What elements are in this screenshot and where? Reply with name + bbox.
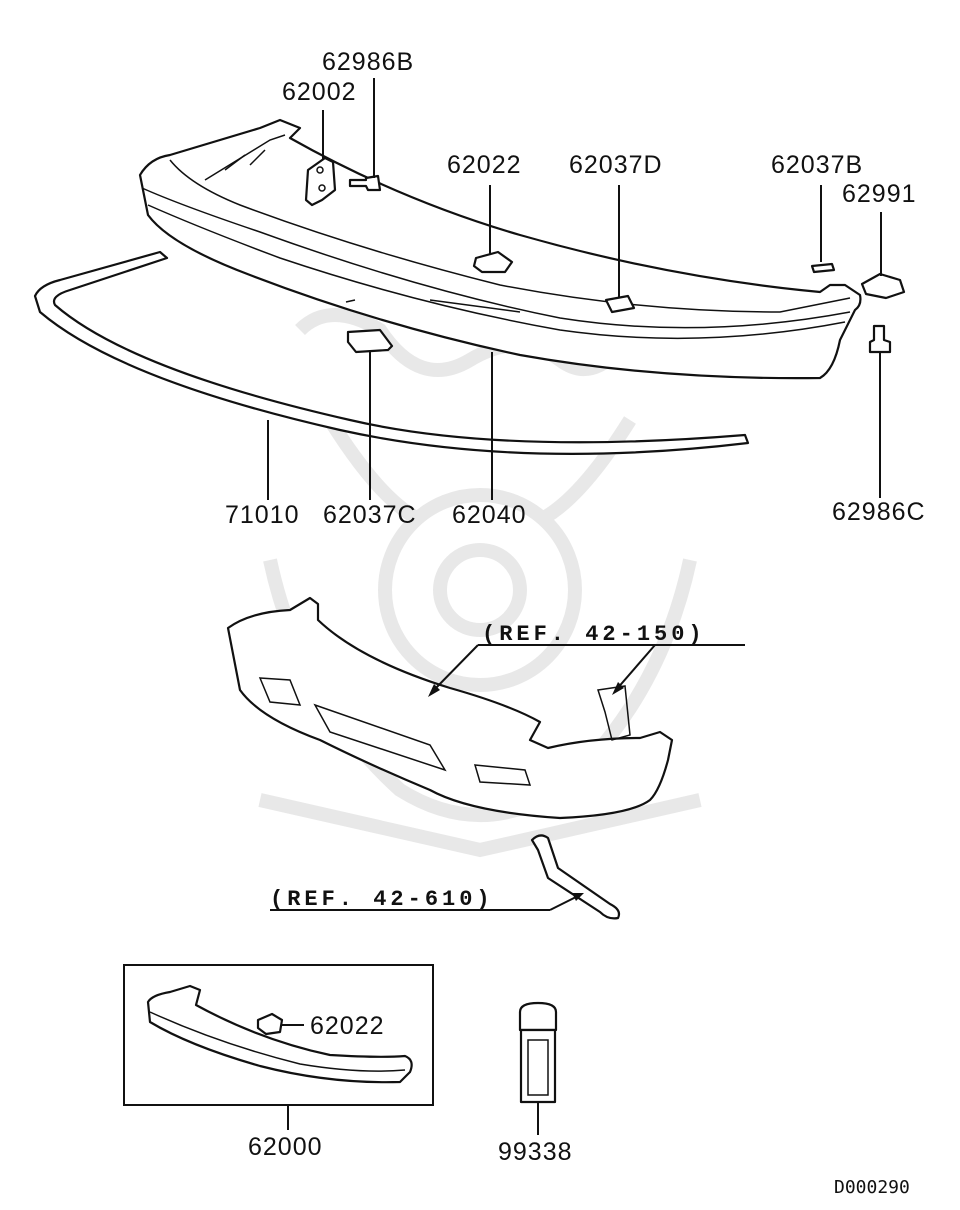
- label-62000: 62000: [248, 1133, 323, 1161]
- label-62022-inset: 62022: [310, 1012, 385, 1040]
- assembly-inset-box: [123, 964, 434, 1130]
- label-62037D: 62037D: [569, 151, 663, 179]
- label-62022: 62022: [447, 151, 522, 179]
- label-62040: 62040: [452, 501, 527, 529]
- bolt-62986B: [348, 174, 382, 192]
- clip-62037C: [346, 328, 394, 354]
- label-62986B: 62986B: [322, 48, 414, 76]
- pad-62037D: [604, 294, 636, 314]
- label-62002: 62002: [282, 78, 357, 106]
- bracket-62002: [304, 156, 337, 207]
- reference-wire: [530, 834, 621, 920]
- reference-leaders: [270, 644, 745, 911]
- label-ref-42-150: (REF. 42-150): [482, 622, 706, 647]
- label-99338: 99338: [498, 1138, 573, 1166]
- label-71010: 71010: [225, 501, 300, 529]
- part-labels: 62986B 62002 62022 62037D 62037B 62991 7…: [225, 48, 926, 1198]
- bolt-62986C: [868, 324, 892, 354]
- label-62037B: 62037B: [771, 151, 863, 179]
- label-62037C: 62037C: [323, 501, 417, 529]
- leader-lines-top: [267, 78, 882, 500]
- label-ref-42-610: (REF. 42-610): [270, 887, 494, 912]
- pad-62037B: [810, 262, 836, 274]
- diagram-code: D000290: [834, 1177, 910, 1198]
- label-62986C: 62986C: [832, 498, 926, 526]
- label-62991: 62991: [842, 180, 917, 208]
- clip-62022: [472, 250, 514, 274]
- nut-62991: [860, 272, 906, 300]
- grease-tube-99338: [518, 1001, 558, 1135]
- molding-strip-71010: [33, 250, 750, 455]
